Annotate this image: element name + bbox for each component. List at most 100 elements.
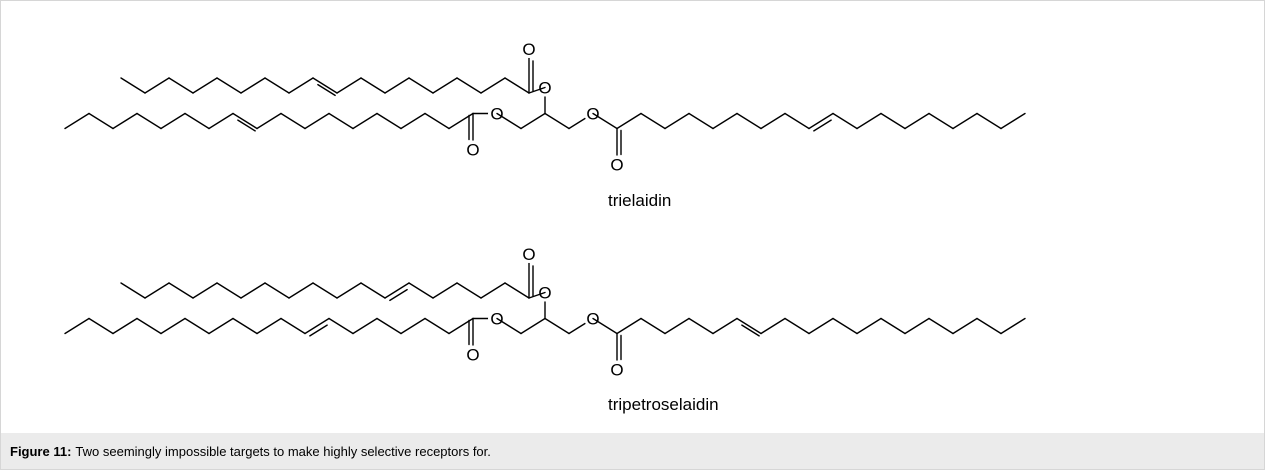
- oxygen-atom-bg: [464, 140, 482, 159]
- top-acyl-chain-bond: [312, 77, 338, 94]
- right-acyl-chain-bond: [976, 317, 1002, 335]
- right-acyl-chain-bond: [712, 112, 738, 130]
- glycerol-bond: [496, 112, 522, 130]
- top-acyl-chain-bond: [408, 77, 434, 94]
- right-acyl-chain-bond: [808, 112, 834, 130]
- left-acyl-chain-bond: [112, 317, 138, 335]
- right-acyl-chain-bond: [688, 112, 714, 130]
- oxygen-atom-bg: [464, 345, 482, 364]
- top-acyl-chain-bond: [456, 77, 482, 94]
- left-acyl-chain-bond: [328, 317, 354, 335]
- right-acyl-chain-bond: [1000, 112, 1026, 130]
- top-acyl-chain-bond: [312, 282, 338, 299]
- top-acyl-chain-bond: [480, 77, 506, 94]
- top-acyl-chain-bond: [504, 282, 530, 299]
- top-acyl-chain-bond: [192, 282, 218, 299]
- top-acyl-chain-bond: [288, 77, 314, 94]
- top-acyl-chain-bond: [216, 77, 242, 94]
- left-acyl-chain-bond: [136, 112, 162, 130]
- right-acyl-chain-bond: [904, 317, 930, 335]
- left-acyl-chain-bond: [112, 112, 138, 130]
- caption-text: Two seemingly impossible targets to make…: [75, 443, 491, 459]
- left-acyl-chain-bond: [376, 317, 402, 335]
- left-acyl-chain-bond: [424, 317, 450, 335]
- right-acyl-chain-bond: [640, 112, 666, 130]
- top-acyl-chain-bond: [360, 282, 386, 299]
- top-acyl-chain-bond: [264, 282, 290, 299]
- left-acyl-chain-bond: [184, 112, 210, 130]
- left-acyl-chain-bond: [400, 317, 426, 335]
- top-acyl-chain-trans-double-bond: [317, 83, 336, 97]
- left-acyl-chain-bond: [352, 317, 378, 335]
- top-acyl-chain-bond: [168, 282, 194, 299]
- top-acyl-chain-bond: [504, 77, 530, 94]
- glycerol-bond: [544, 112, 570, 130]
- right-acyl-chain-bond: [688, 317, 714, 335]
- oxygen-atom-label: O: [610, 361, 623, 380]
- oxygen-atom-label: O: [522, 245, 535, 264]
- left-acyl-chain-bond: [232, 317, 258, 335]
- right-acyl-chain-bond: [616, 317, 642, 335]
- left-acyl-chain-bond: [208, 317, 234, 335]
- right-acyl-chain-bond: [952, 112, 978, 130]
- top-acyl-chain-bond: [240, 77, 266, 94]
- right-acyl-chain-trans-double-bond: [741, 324, 760, 337]
- right-acyl-chain-bond: [784, 317, 810, 335]
- left-acyl-chain-bond: [160, 317, 186, 335]
- top-acyl-chain-bond: [264, 77, 290, 94]
- figure-caption: Figure 11: Two seemingly impossible targ…: [1, 433, 1264, 469]
- right-acyl-chain-trans-double-bond: [813, 119, 832, 132]
- left-acyl-chain-bond: [64, 317, 90, 335]
- top-acyl-chain-bond: [336, 77, 362, 94]
- glycerol-bond: [544, 317, 570, 335]
- top-ester-bond: [528, 291, 546, 299]
- oxygen-atom-bg: [520, 40, 538, 58]
- top-acyl-chain-bond: [120, 77, 146, 94]
- left-acyl-chain-bond: [136, 317, 162, 335]
- left-acyl-chain-bond: [400, 112, 426, 130]
- right-acyl-chain-bond: [736, 112, 762, 130]
- oxygen-atom-label: O: [466, 346, 479, 365]
- right-acyl-chain-bond: [952, 317, 978, 335]
- top-acyl-chain-bond: [432, 282, 458, 299]
- left-acyl-chain-bond: [256, 112, 282, 130]
- top-acyl-chain-bond: [384, 282, 410, 299]
- right-acyl-chain-bond: [760, 112, 786, 130]
- oxygen-atom-bg: [608, 360, 626, 379]
- right-acyl-chain-bond: [880, 112, 906, 130]
- left-acyl-chain-bond: [208, 112, 234, 130]
- right-ester-bond: [592, 317, 618, 335]
- right-acyl-chain-bond: [832, 317, 858, 335]
- top-acyl-chain-bond: [384, 77, 410, 94]
- left-acyl-chain-bond: [352, 112, 378, 130]
- right-acyl-chain-bond: [856, 112, 882, 130]
- left-acyl-chain-trans-double-bond: [309, 324, 328, 337]
- top-acyl-chain-bond: [120, 282, 146, 299]
- top-acyl-chain-bond: [144, 77, 170, 94]
- top-acyl-chain-bond: [288, 282, 314, 299]
- left-acyl-chain-bond: [184, 317, 210, 335]
- left-acyl-chain-bond: [304, 112, 330, 130]
- oxygen-atom-label: O: [466, 141, 479, 160]
- left-acyl-chain-bond: [424, 112, 450, 130]
- top-ester-bond: [528, 86, 546, 94]
- glycerol-bond: [520, 317, 546, 335]
- left-acyl-chain-trans-double-bond: [237, 119, 256, 132]
- right-acyl-chain-bond: [664, 317, 690, 335]
- right-acyl-chain-bond: [616, 112, 642, 130]
- glycerol-bond: [520, 112, 546, 130]
- top-acyl-chain-bond: [456, 282, 482, 299]
- right-acyl-chain-bond: [808, 317, 834, 335]
- left-acyl-chain-bond: [328, 112, 354, 130]
- oxygen-atom-label: O: [522, 40, 535, 59]
- top-acyl-chain-bond: [240, 282, 266, 299]
- compound-name-label: trielaidin: [608, 191, 671, 210]
- right-acyl-chain-bond: [928, 317, 954, 335]
- right-acyl-chain-bond: [928, 112, 954, 130]
- top-acyl-chain-bond: [192, 77, 218, 94]
- oxygen-atom-bg: [608, 155, 626, 174]
- oxygen-atom-bg: [520, 245, 538, 263]
